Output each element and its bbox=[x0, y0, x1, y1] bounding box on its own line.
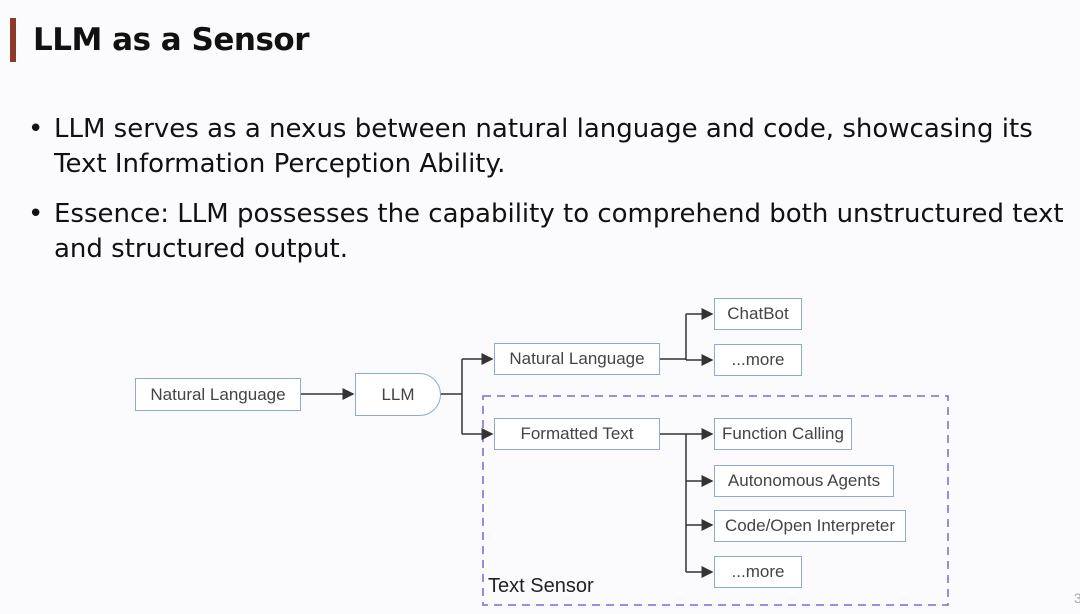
autonomous-agents-box: Autonomous Agents bbox=[714, 465, 894, 497]
input-natural-language-box: Natural Language bbox=[135, 378, 301, 411]
llm-node: LLM bbox=[355, 373, 441, 416]
nl-more-box: ...more bbox=[714, 344, 802, 376]
bullet-text: LLM serves as a nexus between natural la… bbox=[54, 114, 1033, 179]
text-sensor-label: Text Sensor bbox=[488, 575, 594, 597]
bullet-icon: • bbox=[28, 199, 44, 229]
slide-title: LLM as a Sensor bbox=[33, 22, 309, 58]
bullet-item: • Essence: LLM possesses the capability t… bbox=[28, 197, 1078, 267]
function-calling-box: Function Calling bbox=[714, 418, 852, 450]
title-accent-bar bbox=[10, 18, 16, 62]
output-formatted-text-box: Formatted Text bbox=[494, 418, 660, 450]
chatbot-box: ChatBot bbox=[714, 298, 802, 330]
output-natural-language-box: Natural Language bbox=[494, 343, 660, 375]
bullet-list: • LLM serves as a nexus between natural l… bbox=[28, 112, 1078, 282]
bullet-icon: • bbox=[28, 114, 44, 144]
bullet-item: • LLM serves as a nexus between natural l… bbox=[28, 112, 1078, 182]
bullet-text: Essence: LLM possesses the capability to… bbox=[54, 199, 1064, 264]
code-interpreter-box: Code/Open Interpreter bbox=[714, 510, 906, 542]
formatted-more-box: ...more bbox=[714, 556, 802, 588]
page-number: 3 bbox=[1074, 590, 1080, 606]
